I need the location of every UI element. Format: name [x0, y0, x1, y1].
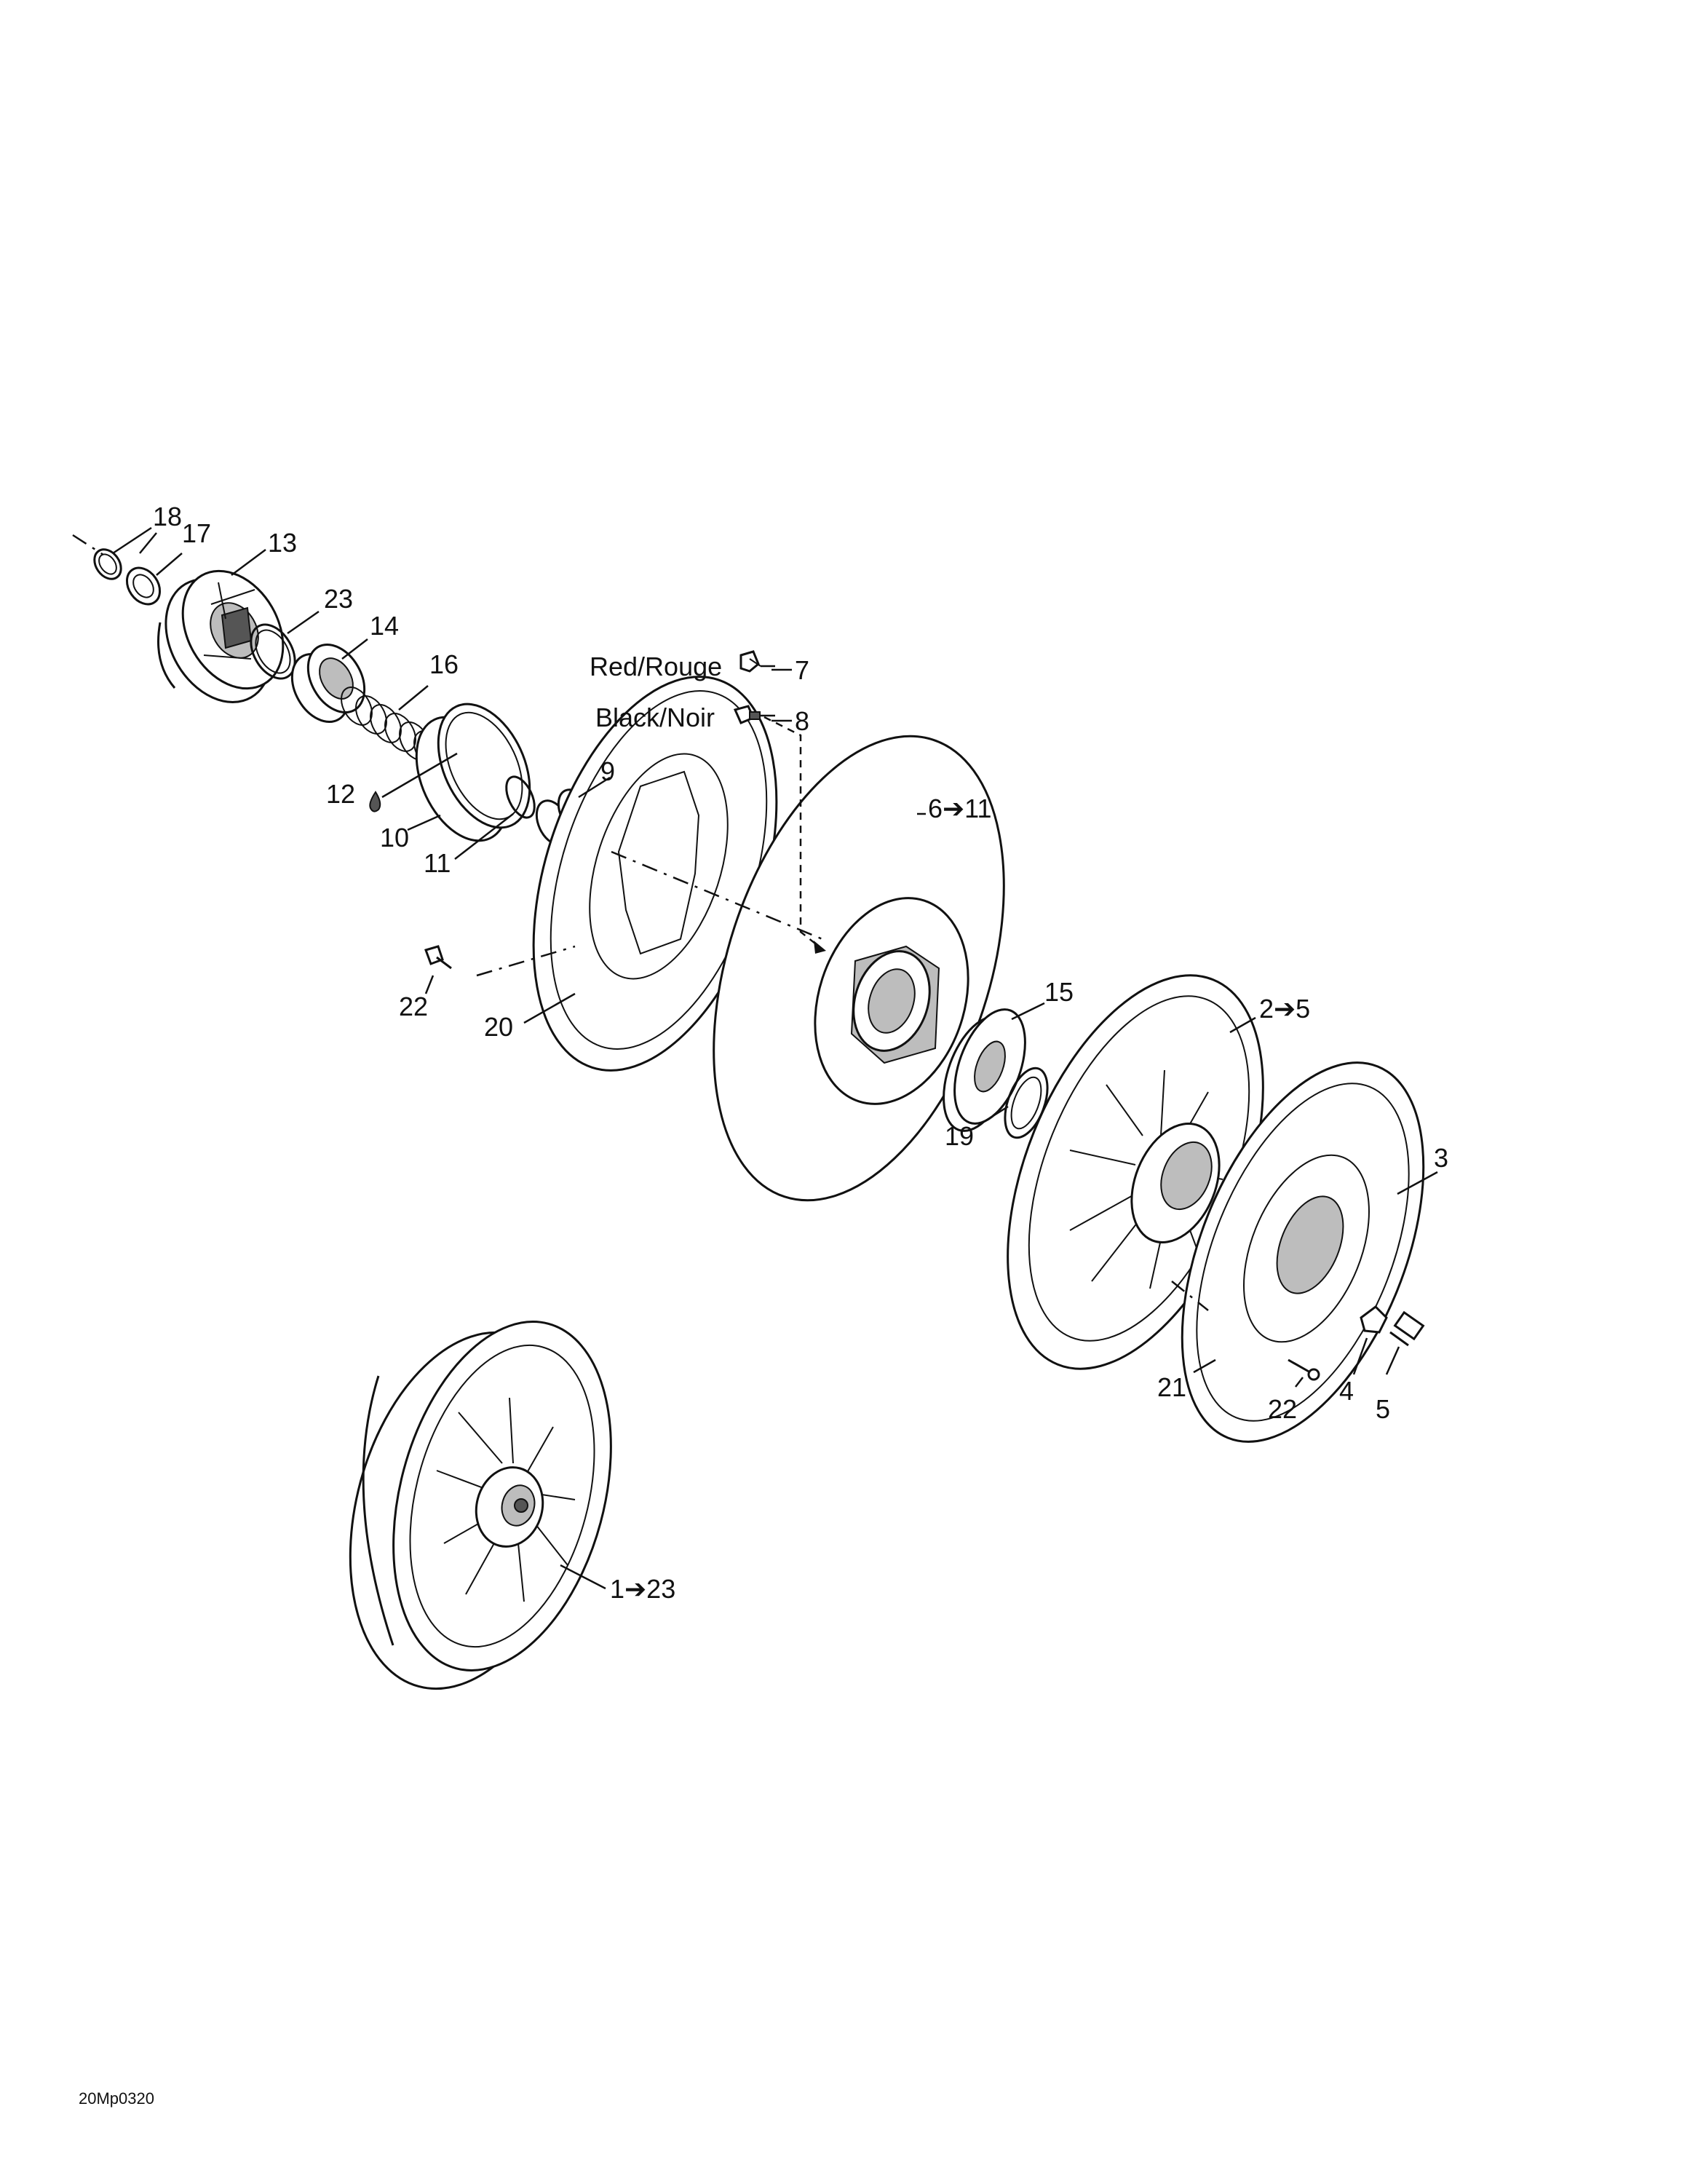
callout-7: 7 [795, 655, 809, 685]
part-10-drum [415, 703, 531, 842]
black-pin-icon [733, 705, 761, 724]
callout-5: 5 [1376, 1394, 1390, 1424]
red-pin-icon [739, 650, 761, 673]
callout-10: 10 [380, 823, 409, 852]
part-14-spring-seat [290, 643, 366, 724]
callout-21: 21 [1157, 1372, 1186, 1402]
leader-lines [112, 526, 1438, 1590]
part-18-retaining-ring [72, 534, 122, 580]
callout-23: 23 [324, 584, 353, 614]
callout-9: 9 [600, 756, 615, 786]
part-5-bolt [1389, 1310, 1425, 1347]
drawing-code: 20Mp0320 [79, 2089, 154, 2108]
callout-17: 17 [182, 518, 211, 548]
part-22a-screw [424, 945, 452, 970]
part-11-circlip [505, 775, 536, 819]
callout-2-5: 2➔5 [1259, 994, 1310, 1024]
part-4-nut [1360, 1305, 1388, 1334]
callout-22a: 22 [399, 992, 428, 1021]
part-1-assembled-clutch [349, 1321, 612, 1690]
note-black-noir: Black/Noir [595, 703, 715, 732]
callout-4: 4 [1339, 1376, 1354, 1406]
callout-19: 19 [945, 1121, 974, 1151]
lubricant-drop-icon [369, 791, 381, 812]
callout-18: 18 [153, 502, 182, 531]
callout-15: 15 [1044, 977, 1074, 1007]
callout-3: 3 [1434, 1143, 1448, 1173]
callout-12: 12 [326, 779, 355, 809]
callout-6-11: 6➔11 [928, 794, 992, 823]
callout-8: 8 [795, 706, 809, 736]
callout-20: 20 [484, 1012, 513, 1042]
part-15-bearing [943, 1008, 1026, 1132]
part-23-washer [250, 623, 296, 680]
part-22b-screw [1288, 1358, 1320, 1381]
part-17-washer [125, 566, 162, 606]
callout-1-23: 1➔23 [610, 1574, 675, 1604]
callout-14: 14 [370, 611, 399, 641]
callout-16: 16 [429, 649, 459, 679]
callout-22b: 22 [1268, 1394, 1297, 1424]
note-red-rouge: Red/Rouge [590, 652, 722, 681]
part-13-cam [157, 569, 285, 703]
callout-11: 11 [424, 848, 451, 878]
callout-13: 13 [268, 528, 297, 558]
part-6-sheave [713, 735, 1005, 1202]
